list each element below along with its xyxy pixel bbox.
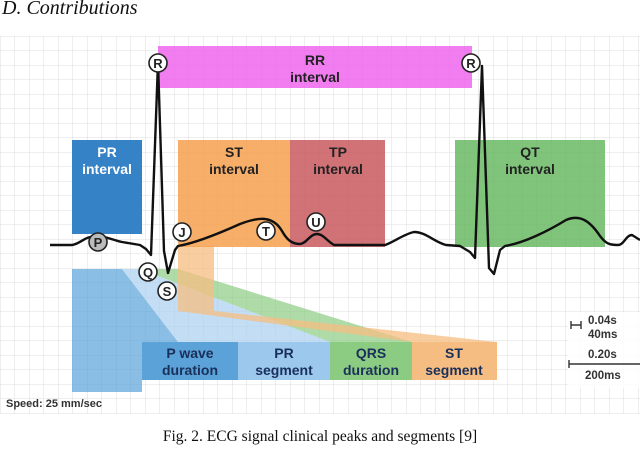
small-scale-time: 0.04s — [588, 315, 617, 327]
large-scale-time: 0.20s — [588, 349, 617, 361]
peak-t: T — [256, 221, 276, 241]
st-segment-box — [412, 342, 497, 380]
tp-interval-box — [290, 140, 385, 247]
large-scale-bar — [568, 360, 640, 368]
ecg-diagram: R R P Q S J T U RR interval PR interval … — [0, 36, 640, 414]
rr-interval-label-1: RR — [305, 52, 325, 68]
p-wave-duration-label-1: P wave — [166, 345, 213, 361]
rr-interval-label-2: interval — [290, 69, 340, 85]
pr-segment-label-2: segment — [255, 362, 313, 378]
pr-segment-box — [238, 342, 330, 380]
ecg-trace — [50, 60, 640, 276]
large-scale-ms: 200ms — [585, 370, 621, 382]
peak-j-label: J — [178, 225, 185, 240]
figure-caption: Fig. 2. ECG signal clinical peaks and se… — [162, 428, 478, 445]
peak-s-label: S — [163, 284, 172, 299]
small-scale-bar — [570, 321, 582, 329]
peak-q-label: Q — [143, 265, 153, 280]
qrs-duration-label-2: duration — [343, 362, 399, 378]
pr-segment-label-1: PR — [274, 345, 293, 361]
p-wave-duration-label-2: duration — [162, 362, 218, 378]
peak-s: S — [157, 281, 177, 301]
qt-interval-box — [455, 140, 605, 247]
pr-interval-label-1: PR — [97, 144, 116, 160]
peak-p-label: P — [94, 235, 103, 250]
section-heading: D. Contributions — [2, 0, 138, 19]
pr-interval-box — [72, 140, 142, 234]
st-interval-label-1: ST — [225, 144, 243, 160]
peak-r-label-2: R — [466, 56, 476, 71]
qrs-duration-label-1: QRS — [356, 345, 386, 361]
tp-interval-label-1: TP — [329, 144, 347, 160]
qt-interval-label-2: interval — [505, 161, 555, 177]
st-interval-label-2: interval — [209, 161, 259, 177]
speed-label: Speed: 25 mm/sec — [6, 398, 102, 410]
st-segment-label-2: segment — [425, 362, 483, 378]
peak-r-first: R — [148, 53, 168, 73]
peak-q: Q — [138, 262, 158, 282]
p-wave-band — [72, 269, 178, 392]
peak-u-label: U — [311, 215, 320, 230]
qrs-duration-box — [330, 342, 412, 380]
p-wave-duration-box — [142, 342, 238, 380]
peak-p: P — [88, 232, 108, 252]
peak-j: J — [172, 222, 192, 242]
st-segment-label-1: ST — [445, 345, 463, 361]
peak-r-second: R — [461, 53, 481, 73]
small-scale-ms: 40ms — [588, 329, 617, 341]
peak-r-label: R — [153, 56, 163, 71]
tp-interval-label-2: interval — [313, 161, 363, 177]
peak-u: U — [306, 212, 326, 232]
qt-interval-label-1: QT — [520, 144, 540, 160]
pr-interval-label-2: interval — [82, 161, 132, 177]
rr-interval-box — [158, 46, 472, 88]
peak-t-label: T — [262, 224, 270, 239]
